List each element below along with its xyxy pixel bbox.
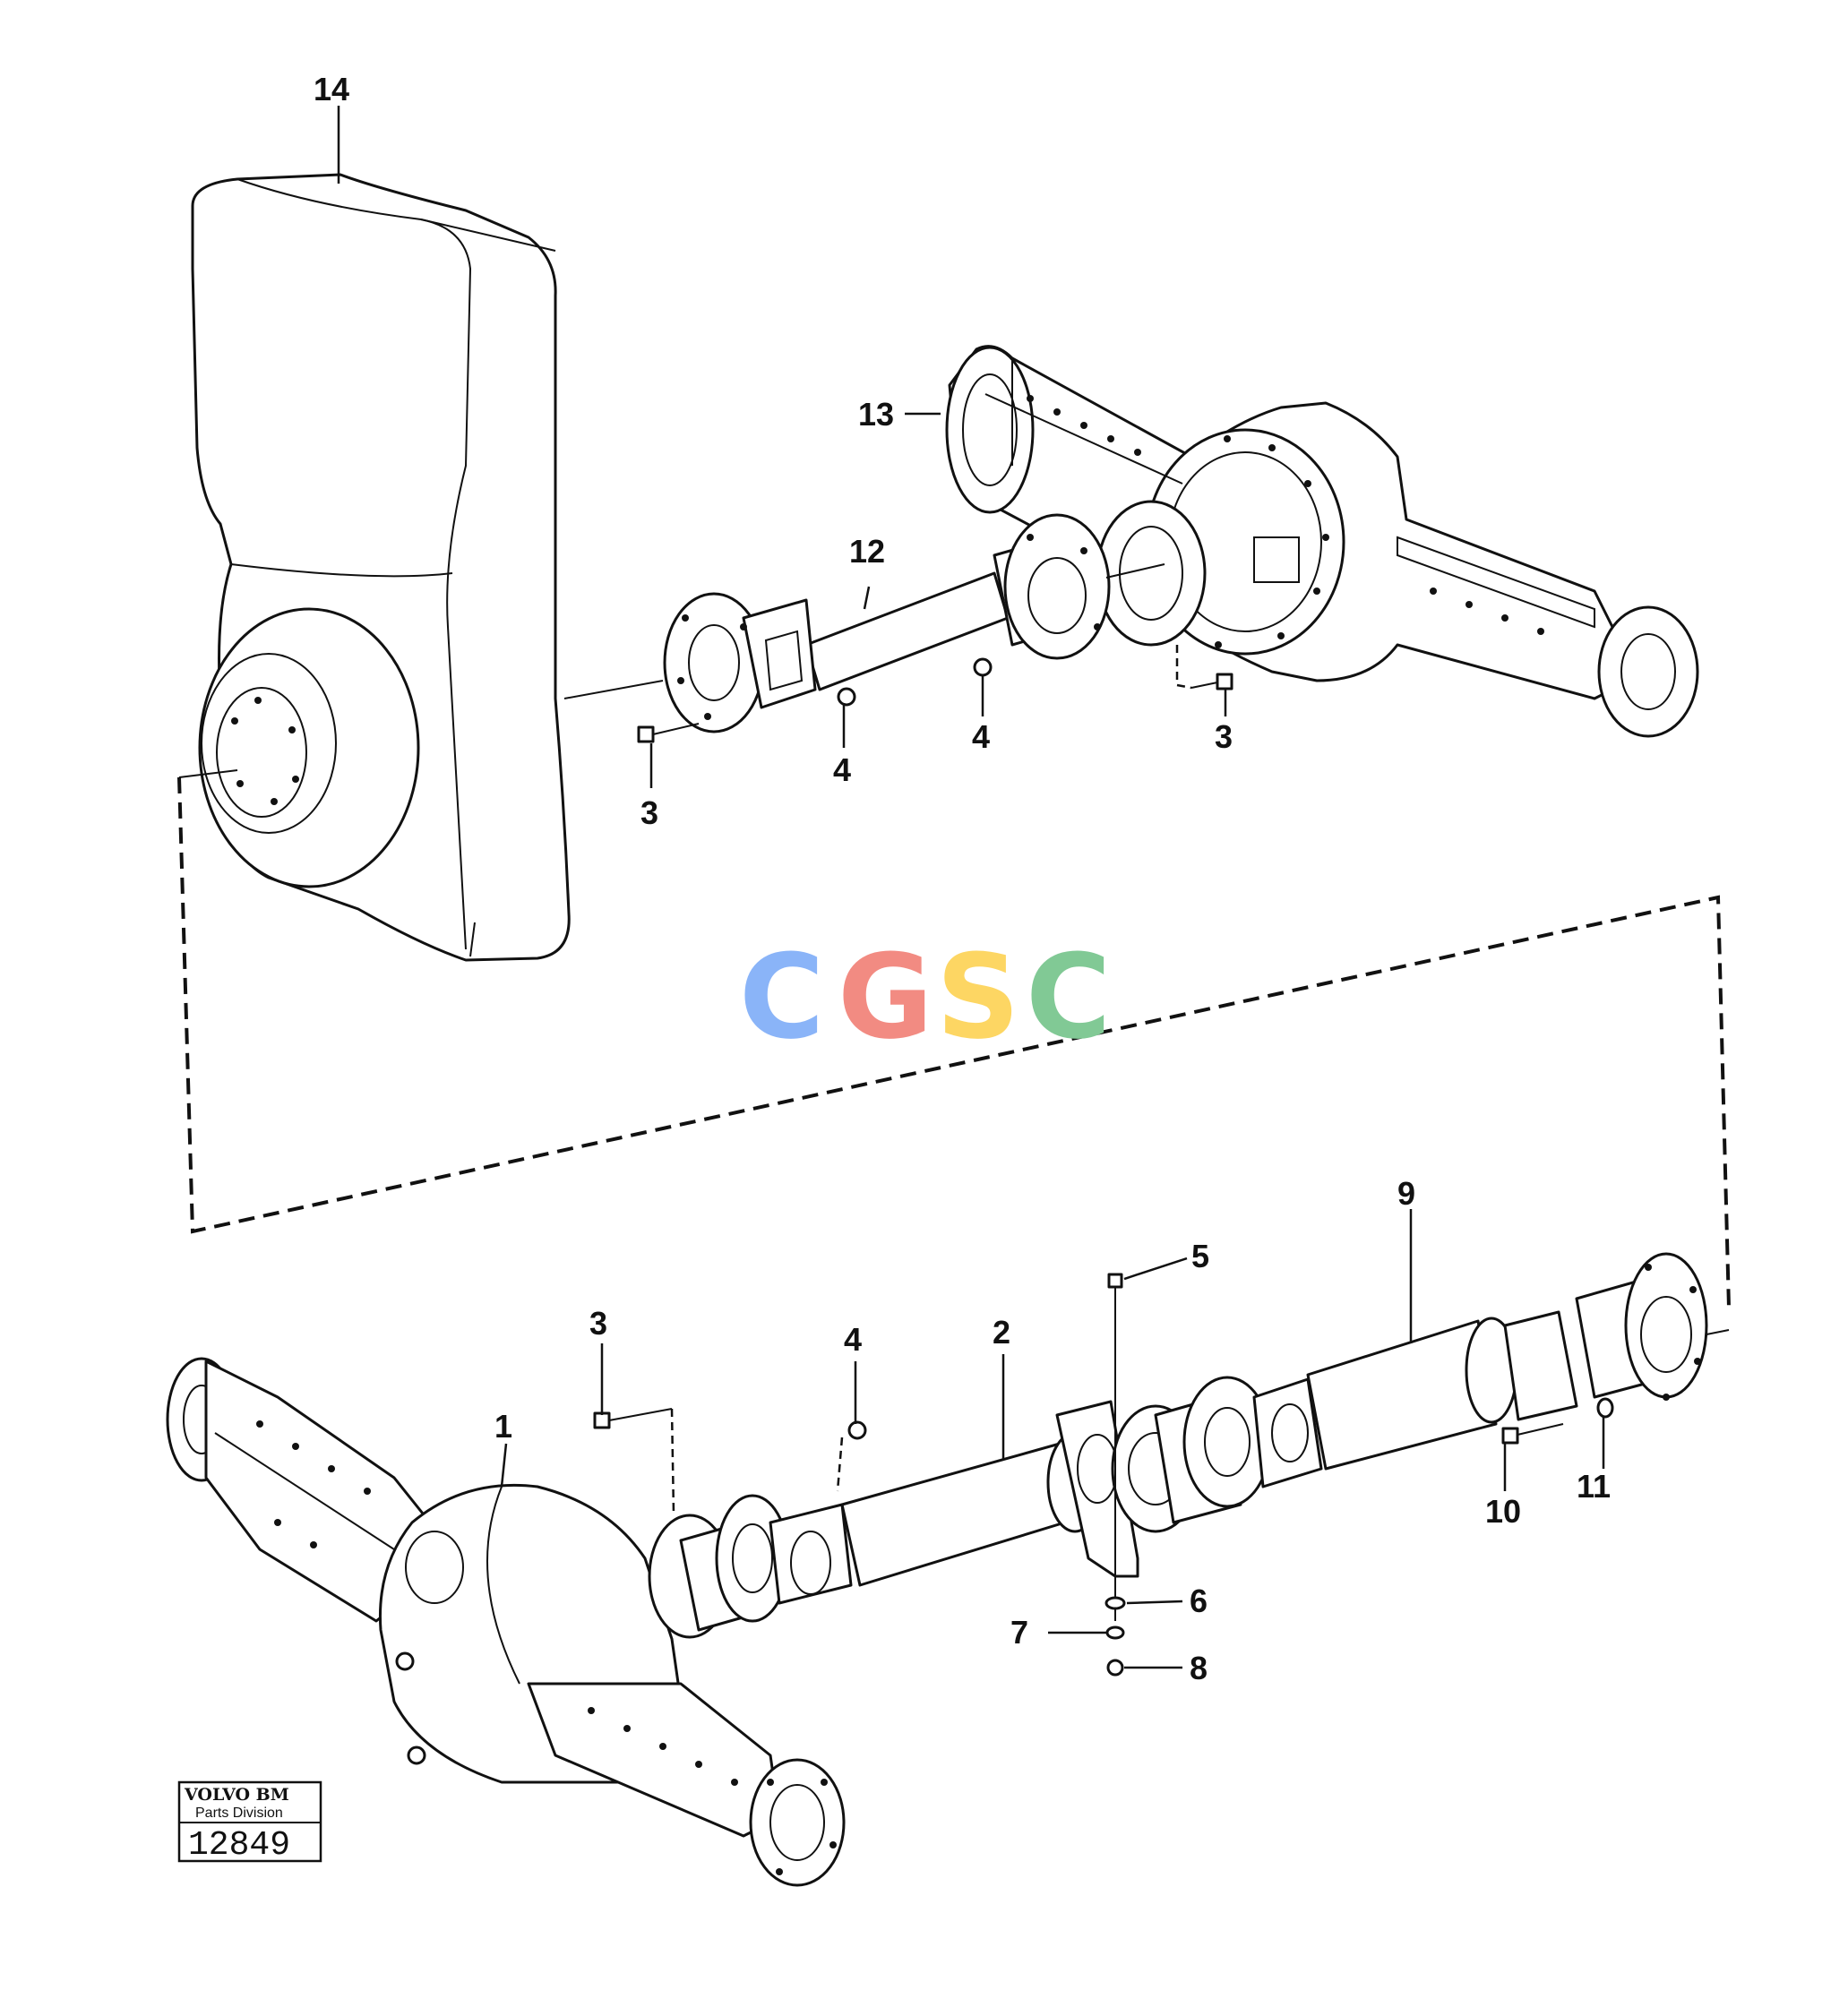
watermark-letter-c2: C (1026, 929, 1111, 1065)
stamp-brand: VOLVO BM (184, 1785, 289, 1805)
callout-6: 6 (1190, 1583, 1208, 1619)
assembly-reference-dashed-line (177, 776, 1731, 1308)
callout-8: 8 (1190, 1650, 1208, 1686)
watermark-letter-g: G (838, 929, 933, 1065)
part-12-propeller-shaft (663, 513, 1111, 733)
part-14-transmission-housing (191, 173, 571, 962)
callout-13: 13 (858, 396, 894, 433)
assembly-reference-solid-tick (178, 769, 238, 778)
callout-1: 1 (494, 1408, 512, 1445)
lower-fasteners (593, 1273, 1614, 1677)
callouts: 14 13 12 3 4 4 3 3 4 2 1 5 9 6 7 8 10 11 (314, 71, 1611, 1686)
leader-lines (337, 106, 1605, 1669)
part-2-intermediate-shaft (648, 1400, 1139, 1639)
callout-4-top-left: 4 (833, 751, 851, 788)
shaft-centerline-lower (1706, 1329, 1730, 1335)
upper-fasteners (637, 645, 1233, 743)
watermark-letter-c1: C (739, 929, 824, 1065)
callout-3-top-left: 3 (640, 794, 658, 831)
callout-11: 11 (1577, 1468, 1611, 1505)
callout-9: 9 (1397, 1175, 1415, 1212)
callout-2: 2 (993, 1314, 1010, 1351)
part-1-axle-housing (166, 1357, 846, 1887)
callout-14: 14 (314, 71, 349, 107)
callout-10: 10 (1485, 1493, 1521, 1530)
callout-4-top-right: 4 (972, 718, 990, 755)
callout-3-bottom: 3 (589, 1305, 607, 1342)
cgsc-watermark: C G S C (739, 929, 1111, 1065)
callout-7: 7 (1010, 1614, 1028, 1651)
part-13-axle-housing (945, 345, 1699, 738)
stamp-number: 12849 (188, 1826, 290, 1865)
part-9-rear-shaft (1111, 1252, 1708, 1533)
callout-5: 5 (1191, 1238, 1209, 1274)
volvo-bm-stamp: VOLVO BM Parts Division 12849 (177, 1780, 322, 1865)
callout-4-bottom: 4 (844, 1321, 862, 1358)
shaft-centerline-upper (563, 563, 1165, 699)
watermark-letter-s: S (936, 929, 1020, 1065)
callout-3-top-right: 3 (1215, 718, 1233, 755)
stamp-division: Parts Division (195, 1806, 283, 1821)
callout-12: 12 (849, 533, 885, 570)
